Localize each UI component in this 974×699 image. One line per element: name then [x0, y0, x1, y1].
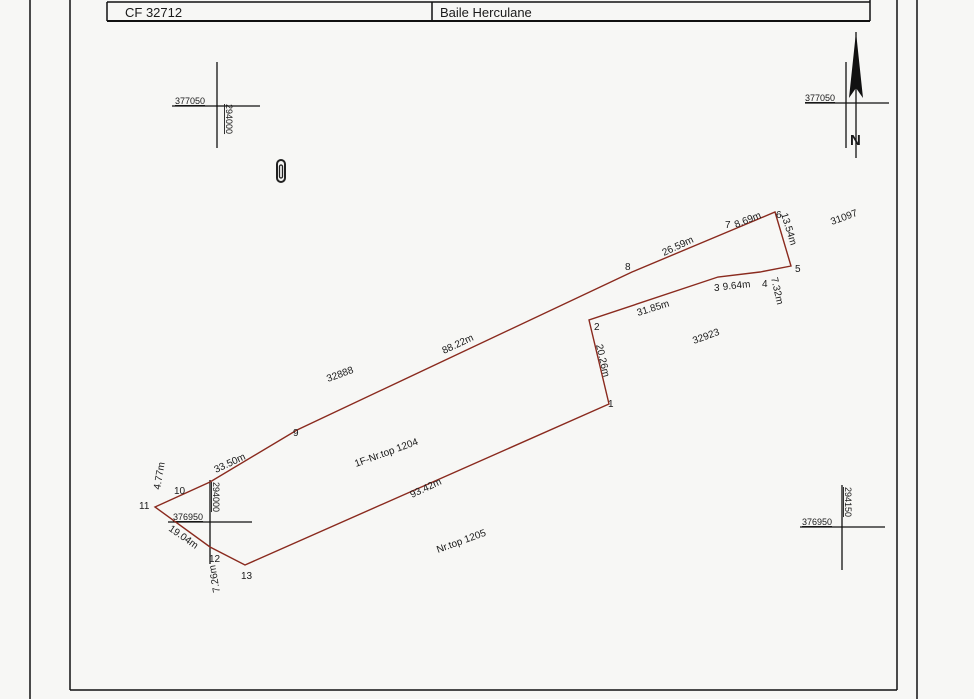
- grid-mark-bottom-left: 376950 294000: [168, 480, 252, 564]
- neighbour-nr-top-1205: Nr.top 1205: [435, 528, 488, 556]
- distance-1-2: 20.26m: [593, 343, 611, 378]
- parcel-label: 1F-Nr.top 1204: [353, 437, 420, 470]
- point-labels: 1 2 3 4 5 6 7 8 9 10 11 12 13: [139, 210, 801, 582]
- parcel-labels: 1F-Nr.top 1204 32888 32923 31097 Nr.top …: [325, 208, 859, 556]
- distance-6-7: 8.69m: [733, 210, 763, 231]
- point-4: 4: [762, 279, 768, 290]
- distance-10-11: 4.77m: [152, 461, 168, 490]
- svg-text:376950: 376950: [802, 517, 832, 527]
- point-8: 8: [625, 262, 631, 273]
- grid-mark-bottom-right: 377050 376950 294150: [800, 485, 885, 570]
- point-10: 10: [174, 486, 186, 497]
- grid-mark-top-right: 377050: [805, 62, 889, 148]
- grid-mark-top-left: 377050 294000: [172, 62, 260, 148]
- distance-7-8: 26.59m: [661, 235, 696, 259]
- cadastral-book-number: CF 32712: [125, 5, 182, 20]
- point-6: 6: [776, 210, 782, 221]
- neighbour-31097: 31097: [829, 208, 859, 228]
- distance-8-9: 88.22m: [441, 333, 476, 357]
- svg-text:377050: 377050: [805, 93, 835, 103]
- svg-text:294000: 294000: [224, 104, 234, 134]
- header-table: CF 32712 Baile Herculane: [106, 0, 871, 22]
- point-7: 7: [725, 220, 731, 231]
- north-label: N: [850, 132, 861, 149]
- point-12: 12: [209, 554, 221, 565]
- point-5: 5: [795, 264, 801, 275]
- distance-5-6: 13.54m: [778, 212, 798, 247]
- distance-9-10: 33.50m: [213, 452, 248, 476]
- distance-4-5: 7.32m: [768, 276, 785, 306]
- distance-13-1: 93.42m: [409, 477, 444, 501]
- point-9: 9: [293, 428, 299, 439]
- neighbour-32923: 32923: [691, 327, 721, 347]
- parcel-outline: [153, 211, 792, 566]
- svg-text:294000: 294000: [211, 482, 221, 512]
- point-13: 13: [241, 571, 253, 582]
- locality-name: Baile Herculane: [440, 5, 532, 20]
- distance-2-3: 31.85m: [636, 299, 671, 319]
- point-3: 3: [714, 283, 720, 294]
- neighbour-32888: 32888: [325, 365, 355, 385]
- point-11: 11: [139, 501, 150, 512]
- point-1: 1: [608, 399, 614, 410]
- point-2: 2: [594, 322, 600, 333]
- distance-12-13: 7.26m: [207, 564, 223, 593]
- north-arrow-icon: N: [849, 32, 863, 158]
- paperclip-icon: [276, 159, 286, 183]
- svg-text:294150: 294150: [843, 487, 853, 517]
- svg-text:376950: 376950: [173, 512, 203, 522]
- svg-text:377050: 377050: [175, 96, 205, 106]
- distance-3-4: 9.64m: [722, 279, 751, 293]
